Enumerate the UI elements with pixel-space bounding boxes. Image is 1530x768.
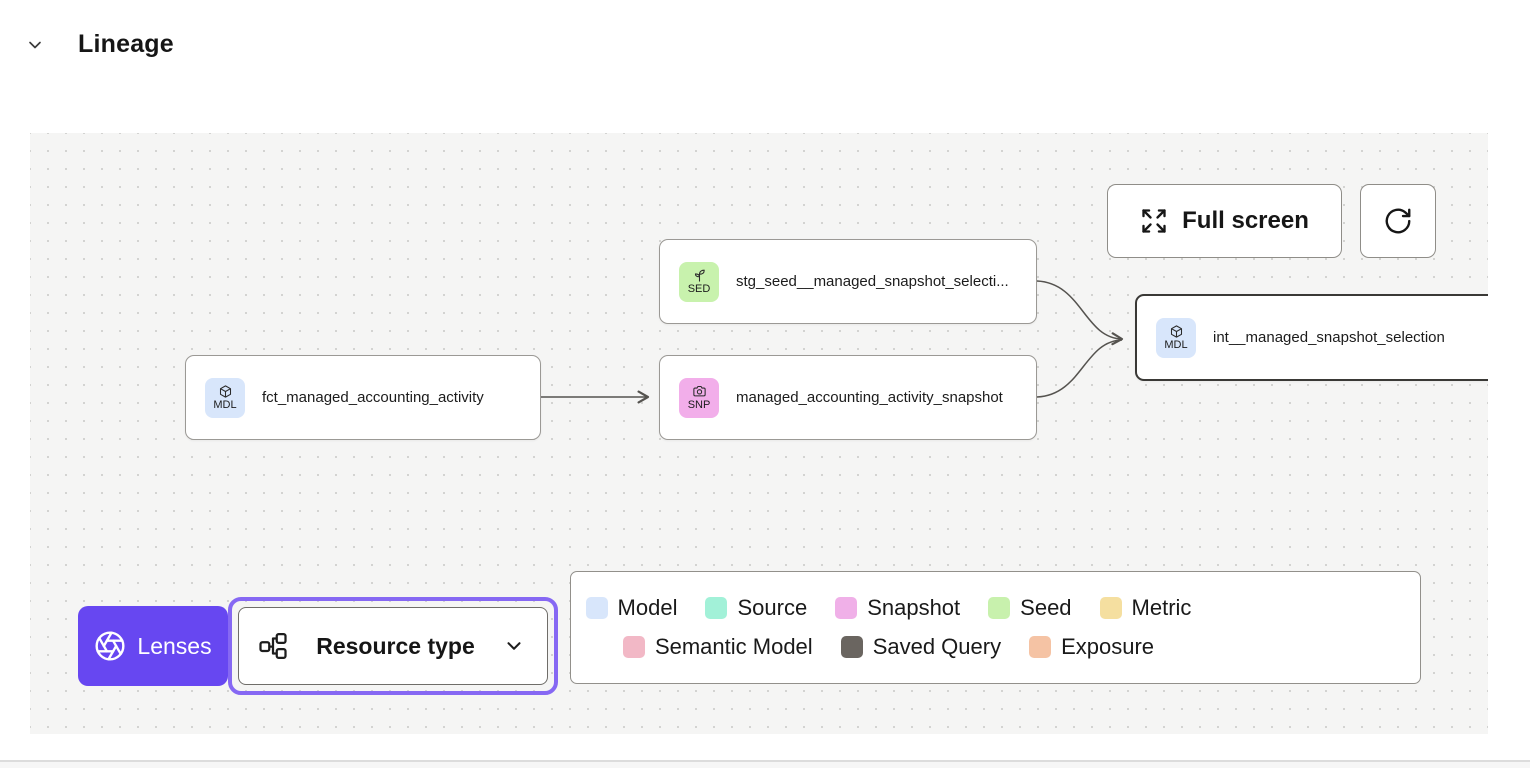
legend-row-2: Semantic Model Saved Query Exposure: [622, 634, 1154, 660]
collapse-chevron-icon[interactable]: [24, 34, 46, 56]
node-stg-seed-managed-snapshot-selection[interactable]: SED stg_seed__managed_snapshot_selecti..…: [659, 239, 1037, 324]
badge-label: SED: [687, 283, 711, 295]
legend-label: Source: [737, 595, 808, 620]
bottom-strip: [0, 762, 1530, 768]
legend-item-source: Source: [705, 595, 807, 621]
bottom-divider: [0, 760, 1530, 762]
metric-swatch: [1099, 597, 1122, 619]
semantic-model-swatch: [622, 636, 645, 658]
node-label: stg_seed__managed_snapshot_selecti...: [736, 273, 1009, 290]
resource-type-label: Resource type: [316, 632, 475, 659]
legend-label: Model: [617, 595, 678, 620]
snapshot-badge: SNP: [679, 377, 719, 418]
model-swatch: [585, 597, 608, 619]
fullscreen-button[interactable]: Full screen: [1107, 184, 1342, 258]
legend-item-exposure: Exposure: [1029, 634, 1154, 660]
badge-label: SNP: [687, 399, 711, 411]
seed-swatch: [988, 597, 1011, 619]
model-badge: MDL: [1156, 317, 1196, 358]
source-swatch: [705, 597, 728, 619]
fullscreen-label: Full screen: [1182, 207, 1309, 234]
hierarchy-icon: [259, 633, 287, 659]
badge-label: MDL: [1164, 339, 1188, 351]
legend-item-model: Model: [585, 595, 678, 621]
resource-type-focus-ring: Resource type: [228, 597, 558, 695]
node-label: fct_managed_accounting_activity: [262, 389, 484, 406]
lineage-canvas[interactable]: MDL fct_managed_accounting_activity SED …: [30, 133, 1488, 734]
edge-snapshot-to-int: [1036, 339, 1123, 398]
legend-item-saved-query: Saved Query: [840, 634, 1002, 660]
node-fct-managed-accounting-activity[interactable]: MDL fct_managed_accounting_activity: [185, 355, 541, 440]
legend-item-metric: Metric: [1099, 595, 1192, 621]
sprout-icon: [694, 269, 705, 282]
lenses-button[interactable]: Lenses: [78, 606, 228, 686]
node-label: int__managed_snapshot_selection: [1213, 329, 1445, 346]
legend-item-seed: Seed: [988, 595, 1072, 621]
camera-icon: [692, 385, 706, 397]
snapshot-swatch: [835, 597, 858, 619]
refresh-button[interactable]: [1360, 184, 1436, 258]
legend-item-snapshot: Snapshot: [835, 595, 960, 621]
expand-arrows-icon: [1142, 209, 1166, 233]
node-label: managed_accounting_activity_snapshot: [736, 389, 1003, 406]
legend-label: Snapshot: [867, 595, 961, 620]
legend-label: Seed: [1020, 595, 1072, 620]
saved-query-swatch: [840, 636, 863, 658]
edge-seed-to-int: [1036, 280, 1124, 346]
seed-badge: SED: [679, 261, 719, 302]
node-managed-accounting-activity-snapshot[interactable]: SNP managed_accounting_activity_snapshot: [659, 355, 1037, 440]
page-title: Lineage: [78, 30, 174, 58]
chevron-down-icon: [507, 642, 521, 650]
refresh-icon: [1385, 208, 1411, 234]
legend-label: Semantic Model: [654, 634, 813, 659]
legend-label: Exposure: [1061, 634, 1155, 659]
exposure-swatch: [1029, 636, 1052, 658]
legend-item-semantic-model: Semantic Model: [622, 634, 813, 660]
node-int-managed-snapshot-selection[interactable]: MDL int__managed_snapshot_selection: [1135, 294, 1488, 381]
legend-label: Metric: [1131, 595, 1192, 620]
resource-type-dropdown[interactable]: Resource type: [238, 607, 548, 685]
resource-type-legend: Model Source Snapshot Seed Metric Semant…: [570, 571, 1421, 684]
cube-icon: [219, 385, 231, 398]
legend-label: Saved Query: [872, 634, 1002, 659]
legend-row-1: Model Source Snapshot Seed Metric: [585, 595, 1192, 621]
cube-icon: [1170, 325, 1182, 338]
lenses-label: Lenses: [137, 632, 212, 659]
lineage-header: Lineage: [24, 30, 174, 59]
badge-label: MDL: [213, 399, 237, 411]
model-badge: MDL: [205, 377, 245, 418]
aperture-icon: [95, 631, 125, 661]
